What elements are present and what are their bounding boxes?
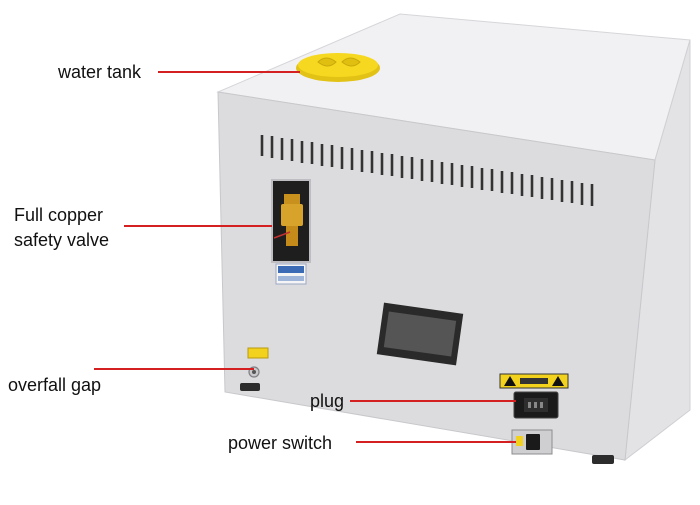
- label-plug: plug: [310, 391, 345, 411]
- cabinet-front: [217, 91, 656, 461]
- power-socket: [513, 391, 559, 419]
- label-overfall-gap: overfall gap: [8, 375, 102, 395]
- warning-labels: [499, 373, 569, 389]
- leader-line-power-switch: [356, 441, 516, 443]
- leader-line-safety-valve: [124, 225, 272, 227]
- water-tank-cap: [296, 53, 380, 82]
- label-water-tank: water tank: [58, 62, 142, 82]
- nameplate: [376, 302, 464, 366]
- leader-line-water-tank: [158, 71, 300, 73]
- label-safety-valve-line2: safety valve: [14, 230, 110, 250]
- leader-line-overfall-gap: [94, 368, 254, 370]
- safety-valve-sticker: [275, 263, 307, 285]
- foot-right: [592, 455, 614, 464]
- leader-line-plug: [350, 400, 516, 402]
- label-power-switch: power switch: [228, 433, 333, 453]
- label-safety-valve-line1: Full copper: [14, 205, 104, 225]
- safety-valve-window: [271, 179, 311, 263]
- foot-left: [240, 383, 260, 391]
- vent-slots: [260, 135, 594, 206]
- power-switch: [511, 429, 553, 455]
